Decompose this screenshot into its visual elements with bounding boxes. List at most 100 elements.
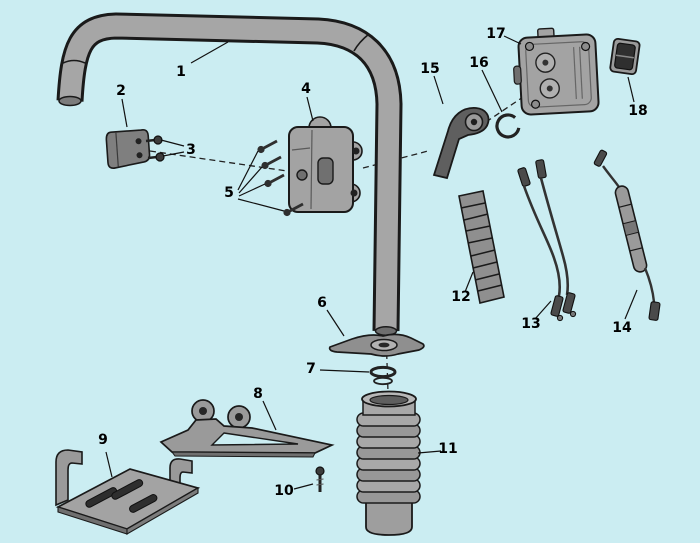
cable-wire-bottom: [643, 267, 656, 303]
housing-tab-hole-top: [352, 147, 360, 155]
part-12-ribbed-strip: [458, 190, 505, 304]
part-label-18: 18: [628, 103, 647, 119]
bracket-hole-right: [235, 413, 243, 421]
leader-lines: [105, 35, 638, 490]
leader-line-3b: [162, 151, 185, 157]
screw-head: [315, 466, 325, 476]
part-label-3: 3: [186, 142, 196, 158]
leader-line-2: [121, 98, 128, 128]
plate-hook-left: [55, 449, 83, 507]
plate-slot-2: [111, 479, 144, 500]
cable-sleeve: [614, 185, 648, 273]
strip-rung: [477, 284, 503, 292]
housing-rib-2: [579, 46, 583, 99]
cable-terminal-bottom: [648, 301, 661, 321]
housing-tab-hole-bottom: [350, 189, 358, 197]
part-label-13: 13: [521, 316, 540, 332]
part-17-switch-housing: [513, 27, 600, 116]
part-label-4: 4: [301, 81, 311, 97]
leader-line-8: [262, 400, 277, 431]
handle-seam-right: [353, 33, 370, 52]
strip-rung: [463, 213, 489, 221]
part-label-16: 16: [469, 55, 488, 71]
leader-line-18: [627, 76, 635, 103]
housing-screw-3: [530, 99, 541, 109]
handle-seam-left: [62, 59, 86, 64]
leader-line-10: [293, 483, 314, 490]
bracket-hole-left: [199, 407, 207, 415]
leader-line-7: [319, 369, 370, 373]
leader-line-9: [105, 451, 113, 478]
part-1-handle-tube: [56, 12, 403, 336]
boot-opening: [369, 394, 409, 406]
part-16-retaining-ring: [495, 113, 521, 139]
leader-line-14: [624, 289, 638, 320]
bracket-edge: [170, 451, 316, 458]
plate-slot-3: [129, 494, 158, 513]
part-label-7: 7: [306, 361, 316, 377]
plate-edge-right: [126, 487, 199, 535]
switch-rocker-line: [615, 54, 634, 59]
part-label-10: 10: [274, 483, 294, 499]
leader-line-6: [326, 309, 345, 337]
part-labels: 1 2 3 4 5 6 7 8 9 10 11 12 13 14 15 16 1…: [98, 26, 648, 499]
ring-open: [495, 113, 521, 139]
bracket-cutout: [210, 432, 299, 446]
harness-terminal-bottom-right: [562, 292, 576, 314]
leader-line-16: [481, 69, 503, 113]
part-label-12: 12: [451, 289, 470, 305]
pivot-hub-hole: [378, 342, 390, 348]
handle-end-cap-left: [58, 95, 82, 107]
strip-rung: [470, 249, 496, 257]
leader-line-5a: [237, 150, 259, 191]
cable-terminal-top: [593, 149, 608, 167]
leader-line-15: [433, 75, 444, 105]
switch-housing-notch: [513, 65, 522, 85]
part-8-support-bracket: [159, 399, 335, 458]
housing-boss-2-hole: [546, 85, 553, 92]
housing-hole: [296, 169, 308, 181]
part-4-trigger-housing: [288, 116, 363, 213]
clamp-seam: [115, 132, 119, 167]
leader-line-1: [190, 41, 229, 64]
leader-line-13: [534, 300, 552, 320]
housing-screw-2: [580, 41, 591, 52]
harness-terminal-bottom-left: [550, 295, 564, 317]
washer: [373, 376, 393, 386]
part-label-17: 17: [486, 26, 505, 42]
leader-line-11: [417, 450, 442, 454]
leader-line-17: [503, 35, 522, 45]
part-11-bellows-boot: [356, 390, 421, 536]
clamp-hole-top: [135, 138, 142, 145]
strip-rung: [474, 273, 500, 281]
switch-housing-inner: [525, 41, 592, 108]
screw-thread-1: [316, 478, 324, 481]
screw-1: [257, 139, 278, 154]
retainer-ring: [369, 365, 397, 379]
harness-wire-2: [539, 177, 570, 296]
part-5-screws: [257, 139, 304, 217]
strip-rung: [467, 237, 493, 244]
part-label-9: 9: [98, 432, 108, 448]
part-label-1: 1: [176, 64, 186, 80]
harness-ring-end-2: [569, 310, 577, 318]
part-10-screw: [315, 466, 325, 492]
part-2-clamp-bracket: [105, 129, 151, 169]
leader-line-3a: [160, 139, 185, 147]
screw-thread-2: [316, 483, 324, 486]
part-18-rocker-switch: [609, 37, 641, 76]
housing-slot: [317, 157, 334, 185]
harness-terminal-top-left: [517, 167, 531, 187]
part-15-throttle-lever: [432, 107, 490, 180]
harness-wire-1: [522, 185, 562, 297]
housing-boss-1-hole: [542, 59, 549, 66]
part-label-6: 6: [317, 295, 327, 311]
strip-rung: [465, 225, 491, 232]
boot-bottom-collar: [365, 500, 413, 536]
part-label-14: 14: [612, 320, 632, 336]
harness-ring-end-1: [556, 314, 564, 322]
part-label-15: 15: [420, 61, 439, 77]
leader-line-5b: [238, 166, 263, 194]
part-label-11: 11: [438, 441, 457, 457]
